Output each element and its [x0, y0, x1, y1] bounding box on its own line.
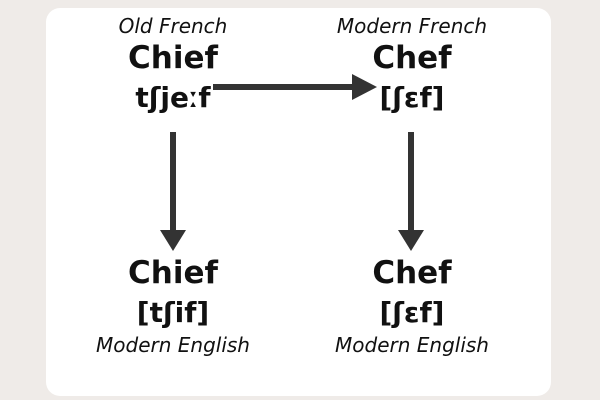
language-label: Modern French	[336, 14, 488, 38]
word: Chef	[372, 255, 452, 291]
word: Chef	[372, 40, 452, 76]
word: Chief	[128, 255, 218, 291]
pronunciation: tʃjeːf	[135, 81, 211, 114]
word: Chief	[128, 40, 218, 76]
node-old-french: Old French Chief tʃjeːf	[63, 14, 283, 118]
language-label: Modern English	[96, 333, 250, 357]
language-label: Modern English	[335, 333, 489, 357]
pronunciation: [ʃɛf]	[379, 81, 445, 114]
language-label: Old French	[118, 14, 228, 38]
pronunciation: [ʃɛf]	[379, 296, 445, 329]
node-modern-english-chef: Chef [ʃɛf] Modern English	[302, 253, 522, 357]
node-modern-french: Modern French Chef [ʃɛf]	[302, 14, 522, 118]
diagram-card	[46, 8, 551, 396]
pronunciation: [tʃif]	[136, 296, 210, 329]
node-modern-english-chief: Chief [tʃif] Modern English	[63, 253, 283, 357]
